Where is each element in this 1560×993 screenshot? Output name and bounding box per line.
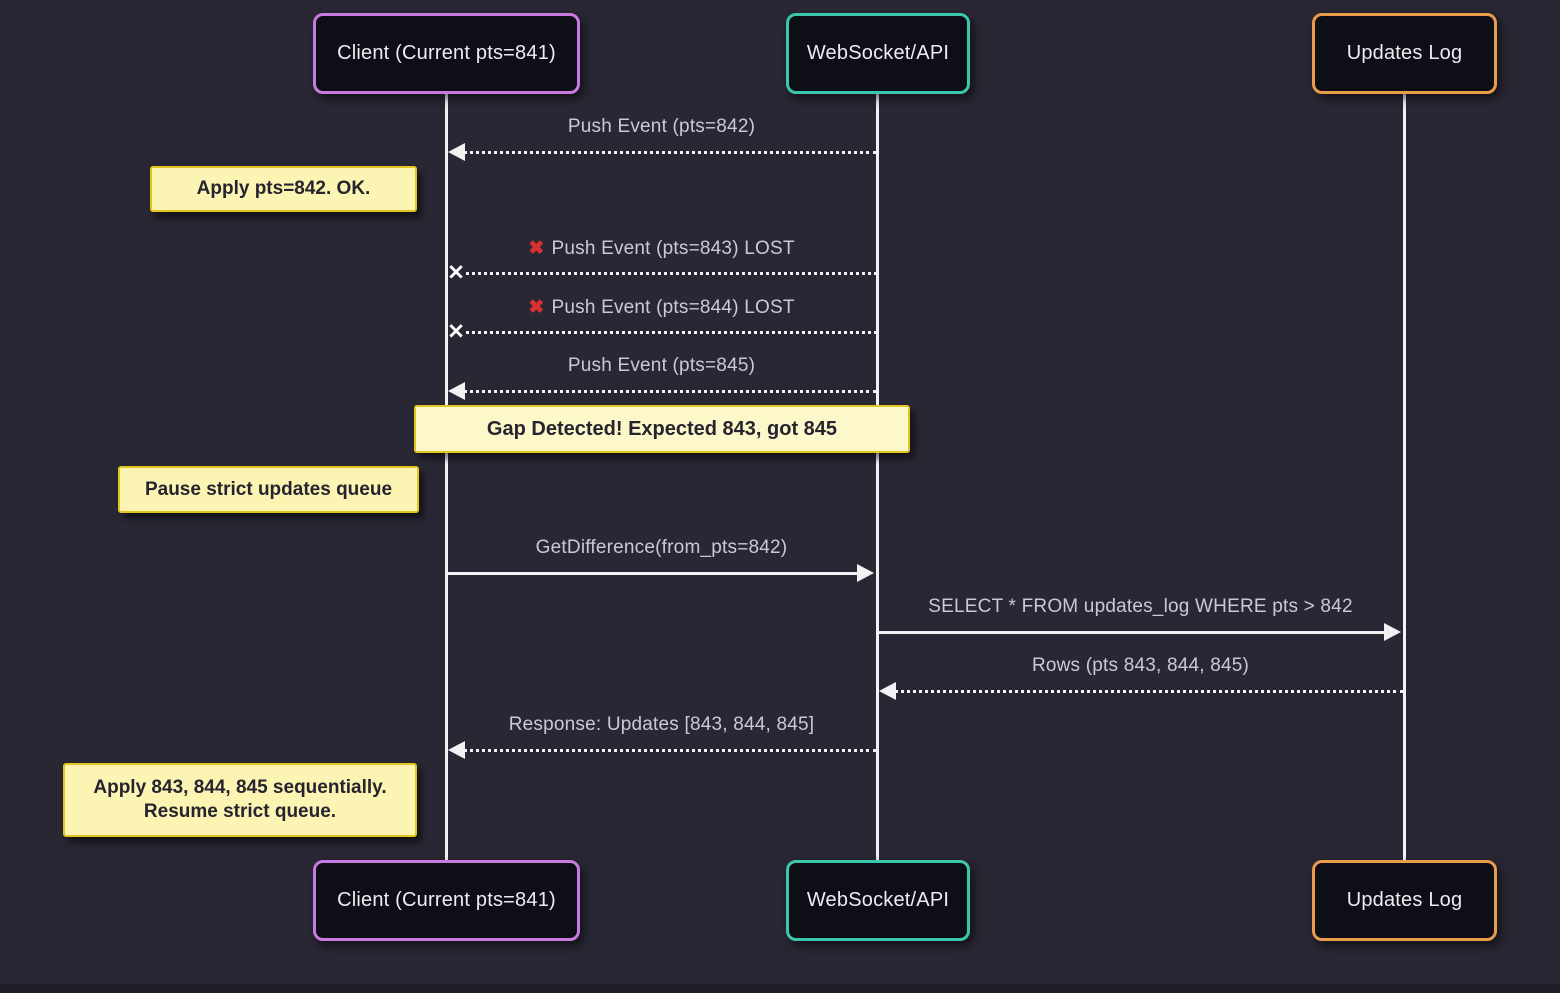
message-label: Push Event (pts=843) LOST [551,238,795,259]
message-label: Push Event (pts=844) LOST [551,297,795,318]
message-label: SELECT * FROM updates_log WHERE pts > 84… [928,596,1353,617]
note-text-line1: Apply 843, 844, 845 sequentially. [93,777,387,798]
actor-client-bottom: Client (Current pts=841) [313,860,580,941]
lifeline-updates-log [1403,93,1406,861]
actor-updates-log-label: Updates Log [1346,889,1463,911]
error-x-icon: ✖ [528,238,545,259]
arrowhead-right-icon [1384,623,1401,641]
note-apply-842: Apply pts=842. OK. [150,166,417,212]
message-line [877,631,1385,634]
actor-updates-log-label: Updates Log [1346,42,1463,64]
message-label: Push Event (pts=842) [567,116,756,137]
message-label: Response: Updates [843, 844, 845] [508,714,815,735]
arrowhead-left-icon [448,382,465,400]
arrowhead-left-icon [448,741,465,759]
arrowhead-right-icon [857,564,874,582]
message-label: Push Event (pts=845) [567,355,756,376]
arrowhead-left-icon [879,682,896,700]
actor-websocket-top: WebSocket/API [786,13,970,94]
note-gap-detected: Gap Detected! Expected 843, got 845 [414,405,910,453]
note-text: Apply pts=842. OK. [196,178,371,199]
lost-cross-icon: ✕ [447,320,465,344]
message-label: Rows (pts 843, 844, 845) [1031,655,1250,676]
note-pause-queue: Pause strict updates queue [118,466,419,513]
message-line [466,331,877,334]
message-label: GetDifference(from_pts=842) [535,537,788,558]
note-text-line2: Resume strict queue. [143,801,337,822]
lost-cross-icon: ✕ [447,261,465,285]
message-line [894,690,1404,693]
lifeline-client [445,93,448,861]
message-line [463,390,877,393]
actor-updates-log-top: Updates Log [1312,13,1497,94]
note-apply-sequentially: Apply 843, 844, 845 sequentially. Resume… [63,763,417,837]
note-text: Pause strict updates queue [144,478,393,500]
actor-websocket-label: WebSocket/API [806,42,950,64]
actor-client-label: Client (Current pts=841) [337,889,556,911]
message-line [463,151,877,154]
actor-client-top: Client (Current pts=841) [313,13,580,94]
message-line [466,272,877,275]
lifeline-websocket [876,93,879,861]
note-text: Gap Detected! Expected 843, got 845 [486,417,838,440]
actor-websocket-bottom: WebSocket/API [786,860,970,941]
message-label-lost: ✖ Push Event (pts=843) LOST [446,237,877,260]
arrowhead-left-icon [448,143,465,161]
actor-client-label: Client (Current pts=841) [337,42,556,64]
message-line [463,749,877,752]
error-x-icon: ✖ [528,297,545,318]
message-label-lost: ✖ Push Event (pts=844) LOST [446,296,877,319]
actor-updates-log-bottom: Updates Log [1312,860,1497,941]
message-line [446,572,858,575]
actor-websocket-label: WebSocket/API [806,889,950,911]
